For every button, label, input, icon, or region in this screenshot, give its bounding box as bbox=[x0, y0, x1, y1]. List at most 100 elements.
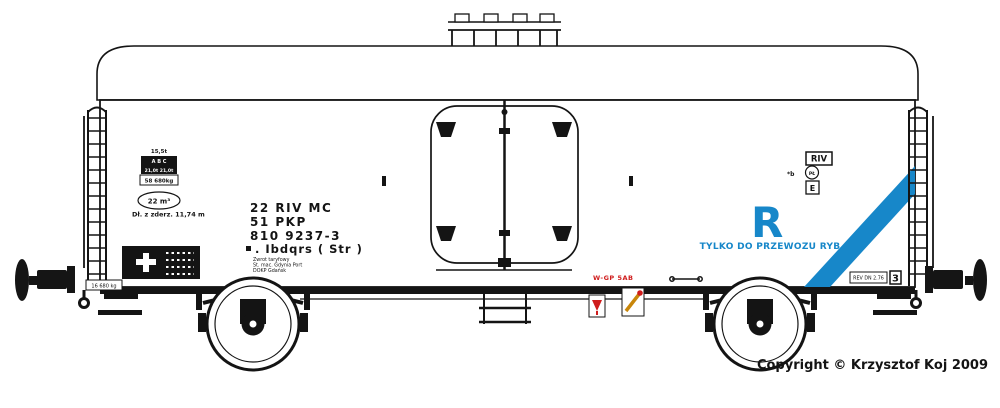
coupling-hook-right-eye bbox=[910, 297, 922, 309]
door-stop bbox=[629, 176, 633, 186]
ladder-right bbox=[908, 106, 928, 286]
load-small-text: 15,5t bbox=[151, 149, 168, 155]
riv-text: RIV bbox=[811, 155, 828, 165]
weight-label-box bbox=[85, 279, 123, 291]
buffer-plate bbox=[973, 259, 987, 301]
blue-stripe bbox=[804, 166, 915, 287]
copyright-text: Copyright © Krzysztof Koj 2009 bbox=[757, 358, 988, 373]
torch-icon-tip bbox=[637, 290, 643, 296]
small-mark-text: *b bbox=[787, 171, 795, 178]
brake-shoe bbox=[300, 313, 308, 332]
jacking-points-icon bbox=[669, 276, 703, 282]
circle-mark bbox=[804, 165, 820, 180]
note-line-3: DOKP Gdańsk bbox=[253, 267, 286, 274]
buffer-stem bbox=[29, 276, 37, 285]
load-table-row2: 21,0t 21,0t bbox=[145, 168, 174, 174]
brake-shoe bbox=[705, 313, 713, 332]
running-numbers: 22 RIV MC 51 PKP 810 9237-3 . Ibdqrs ( S… bbox=[246, 201, 363, 274]
ice-hatch bbox=[539, 13, 555, 23]
equipment-box-body bbox=[122, 246, 200, 279]
spring-hanger bbox=[811, 291, 817, 310]
wheelset-left bbox=[196, 276, 310, 372]
weight-label-text: 16 680 kg bbox=[91, 284, 116, 290]
buffer-housing bbox=[933, 270, 963, 289]
step-right-lower bbox=[873, 310, 917, 315]
rod-guide bbox=[499, 230, 510, 236]
buffer-left bbox=[15, 259, 75, 301]
volume-text: 22 m³ bbox=[148, 198, 171, 206]
buffer-stem bbox=[965, 276, 973, 285]
riv-box bbox=[805, 151, 833, 166]
class-square-icon bbox=[246, 246, 251, 251]
number-line-2: 51 PKP bbox=[250, 215, 307, 229]
circle-mark-text: PŁ bbox=[809, 171, 815, 177]
door-hinge bbox=[552, 122, 572, 137]
tare-text: 58 680kg bbox=[145, 179, 174, 185]
grate-icon bbox=[166, 252, 194, 275]
roof-hatches bbox=[448, 13, 561, 46]
spring-hanger bbox=[196, 291, 202, 310]
ladder-left bbox=[87, 106, 107, 286]
step-right-upper bbox=[877, 294, 911, 299]
wheel-disc bbox=[721, 285, 799, 363]
ice-hatch bbox=[454, 13, 470, 23]
rev-text: REV DN 2.76 bbox=[853, 276, 884, 282]
tare-box bbox=[139, 174, 179, 186]
axle-center bbox=[249, 320, 257, 328]
door-step bbox=[479, 294, 531, 324]
rod-guide bbox=[499, 128, 510, 134]
class-line: . Ibdqrs ( Str ) bbox=[255, 242, 363, 256]
flare-icon bbox=[592, 300, 602, 311]
wheel-disc bbox=[214, 285, 292, 363]
length-over-buffers: Dł. z zderz. 11,74 m bbox=[132, 211, 205, 219]
ice-hatch bbox=[512, 13, 528, 23]
sliding-door bbox=[430, 100, 579, 271]
buffer-plate bbox=[15, 259, 29, 301]
electric-box bbox=[805, 180, 820, 195]
branding-letter: R bbox=[751, 198, 783, 247]
number-line-3: 810 9237-3 bbox=[250, 229, 341, 243]
number-line-1: 22 RIV MC bbox=[250, 201, 332, 215]
flare-icon-stem bbox=[596, 311, 598, 315]
rod-bottom-bracket bbox=[498, 258, 511, 267]
torch-icon bbox=[624, 291, 642, 313]
rod-handle bbox=[501, 109, 508, 115]
rev-box bbox=[849, 271, 888, 284]
buffer-flange bbox=[925, 266, 933, 293]
red-code-text: W-GP 5AB bbox=[593, 274, 633, 282]
load-table-row1: A B C bbox=[152, 159, 167, 165]
spring-hanger bbox=[703, 291, 709, 310]
spring-hanger bbox=[304, 291, 310, 310]
grade-text: 3 bbox=[892, 274, 899, 285]
note-line-1: Zwrot taryfowy bbox=[253, 257, 290, 263]
cross-icon bbox=[136, 259, 156, 265]
roof bbox=[96, 45, 919, 101]
note-line-2: St. mac. Gdynia Port bbox=[253, 263, 302, 269]
door-stop bbox=[382, 176, 386, 186]
door-hinge bbox=[436, 226, 456, 241]
load-table-row2-box bbox=[141, 165, 177, 174]
brake-shoe bbox=[807, 313, 815, 332]
coupling-hook-left-eye bbox=[78, 297, 90, 309]
grade-box bbox=[889, 270, 902, 285]
buffer-flange bbox=[67, 266, 75, 293]
step-left-lower bbox=[98, 310, 142, 315]
electric-text: E bbox=[810, 184, 815, 193]
placard-left bbox=[588, 294, 606, 318]
equipment-box bbox=[122, 246, 200, 279]
door-hinge bbox=[552, 226, 572, 241]
brake-shoe bbox=[198, 313, 206, 332]
step-left-upper bbox=[104, 294, 138, 299]
placard-right bbox=[621, 287, 645, 317]
buffer-housing bbox=[37, 270, 67, 289]
door-hinge bbox=[436, 122, 456, 137]
underframe-beam bbox=[100, 287, 915, 294]
wheelset-right bbox=[703, 276, 817, 372]
load-table-row1-box bbox=[141, 156, 177, 165]
ice-hatch bbox=[483, 13, 499, 23]
branding-slogan: TYLKO DO PRZEWOZU RYB bbox=[700, 242, 841, 252]
volume-oval bbox=[137, 191, 181, 210]
axle-center bbox=[756, 320, 764, 328]
